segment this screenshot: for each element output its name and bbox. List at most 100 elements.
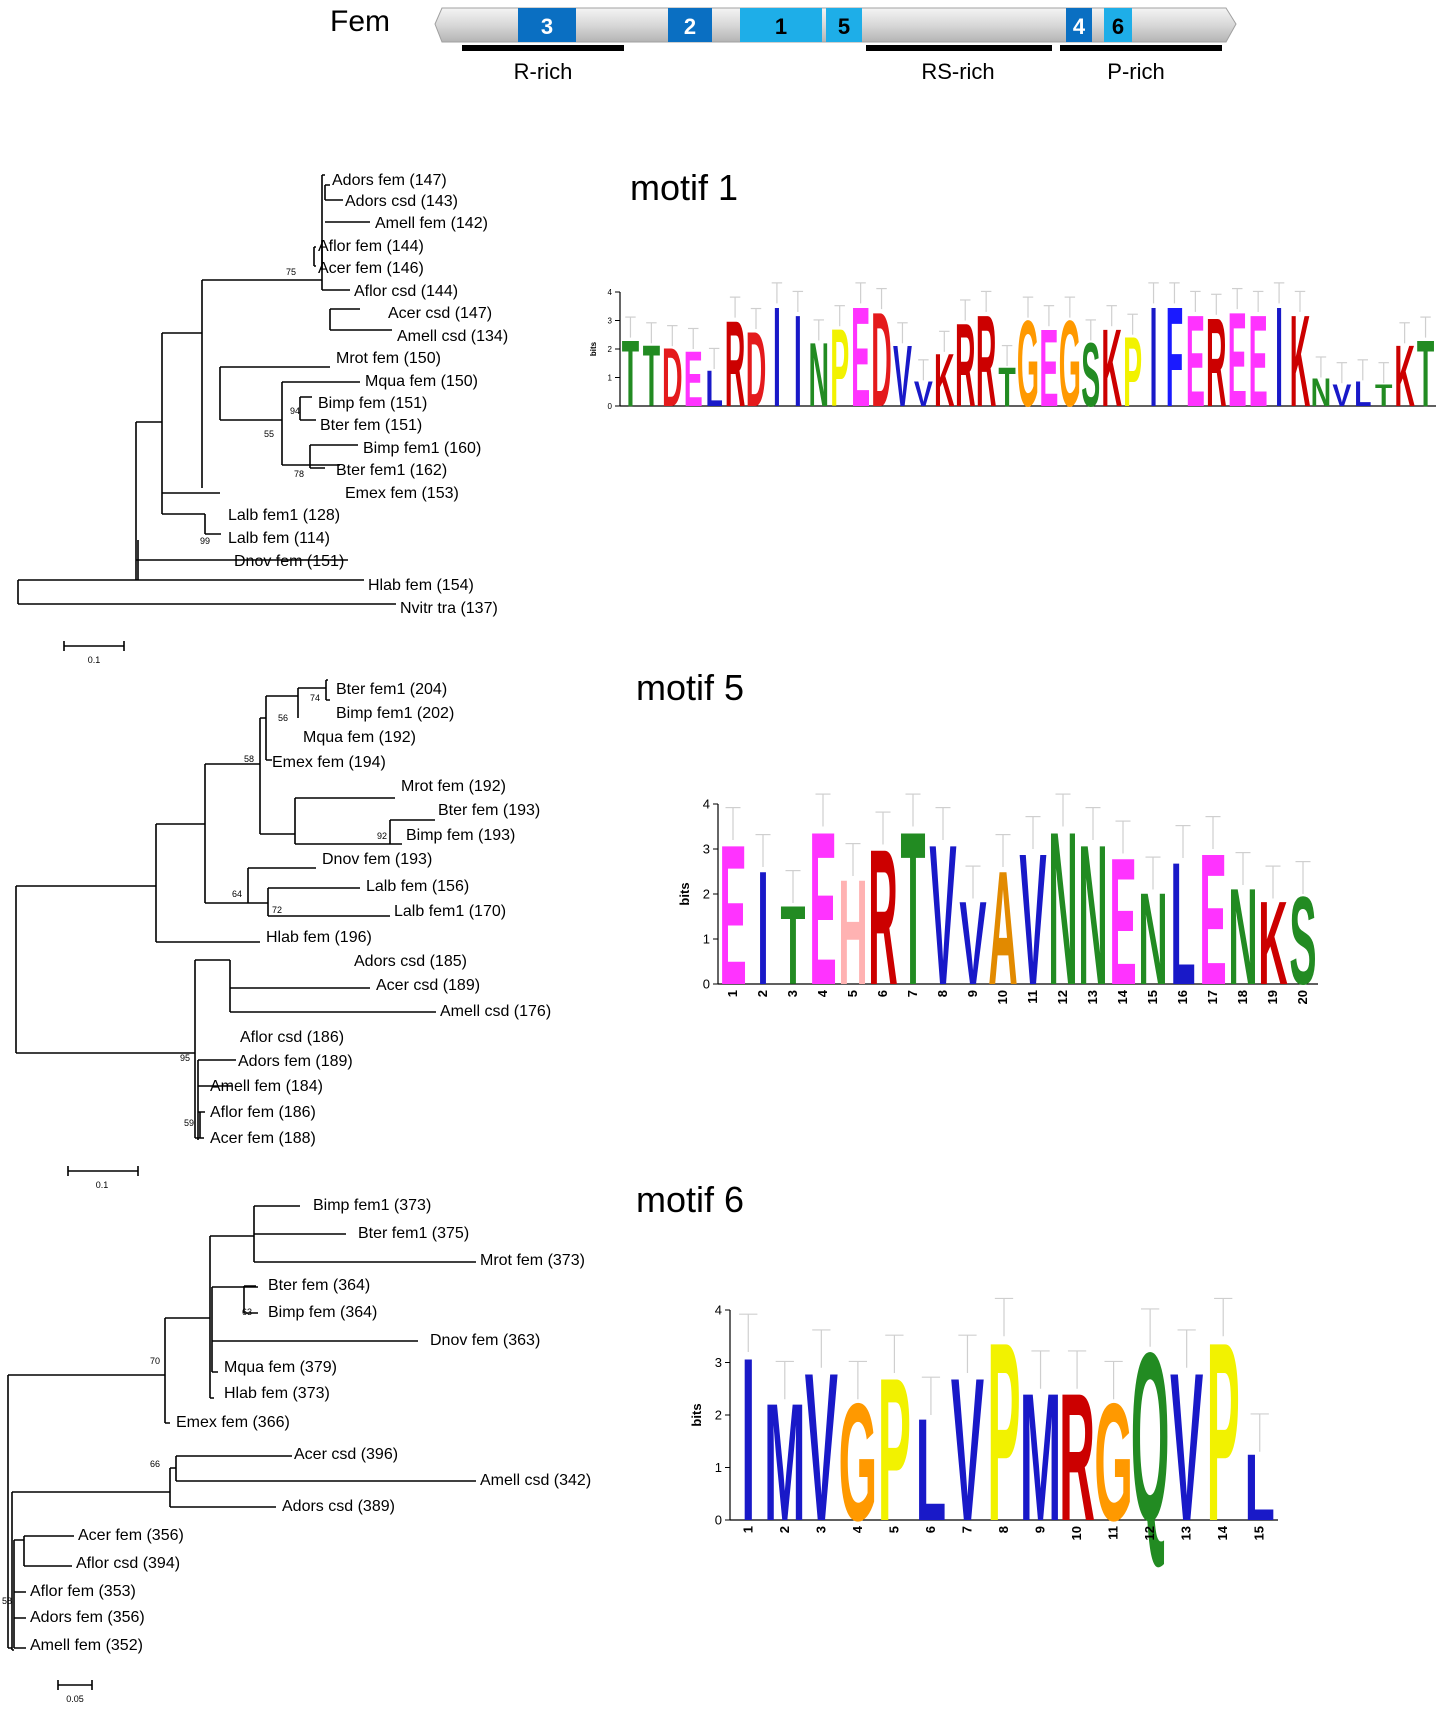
bootstrap-value: 70: [150, 1356, 160, 1366]
scale-bar-label: 0.1: [88, 655, 101, 665]
logo-x-tick-label: 17: [1205, 990, 1220, 1004]
logo-x-tick-label: 11: [1025, 990, 1040, 1004]
panel-motif-5: Bter fem1 (204) Bimp fem1 (202) Mqua fem…: [15, 667, 1318, 1190]
logo-letter: R: [868, 808, 897, 1025]
logo-letter: N: [1228, 861, 1257, 1014]
logo-y-label: bits: [589, 341, 598, 356]
logo-x-tick-label: 2: [777, 1526, 792, 1533]
logo-letter: E: [1249, 289, 1268, 435]
leaf-label: Acer fem (146): [318, 260, 424, 277]
logo-x-tick-label: 11: [1106, 1526, 1121, 1540]
domain-2: 2: [668, 8, 712, 42]
logo-x-tick-label: 12: [1142, 1526, 1157, 1540]
logo-x-tick-label: 14: [1215, 1525, 1230, 1540]
leaf-label: Acer csd (147): [388, 305, 492, 322]
logo-x-tick-label: 6: [875, 990, 890, 997]
bootstrap-value: 99: [200, 536, 210, 546]
leaf-label: Amell fem (352): [30, 1637, 143, 1654]
leaf-label: Dnov fem (363): [430, 1332, 540, 1349]
leaf-label: Adors fem (147): [332, 172, 447, 189]
logo-x-tick-label: 12: [1055, 990, 1070, 1004]
tree-1-leaves: Adors fem (147) Adors csd (143) Amell fe…: [228, 172, 508, 617]
logo-x-tick-label: 14: [1115, 989, 1130, 1004]
bootstrap-value: 58: [2, 1596, 12, 1606]
leaf-label: Acer fem (188): [210, 1130, 316, 1147]
leaf-label: Bter fem (364): [268, 1277, 370, 1294]
scale-bar-3: 0.05: [57, 1680, 93, 1704]
logo-x-tick-label: 6: [923, 1526, 938, 1533]
logo-letter: E: [719, 802, 746, 1026]
leaf-label: Dnov fem (151): [234, 553, 344, 570]
leaf-label: Adors csd (185): [354, 953, 467, 970]
tree-2: [15, 679, 436, 1140]
logo-letter: E: [1186, 289, 1205, 435]
logo-letter: T: [643, 327, 660, 425]
logo-letter: L: [1245, 1435, 1275, 1541]
logo-letter: V: [805, 1329, 838, 1566]
panel-motif-1: Adors fem (147) Adors csd (143) Amell fe…: [17, 167, 1436, 665]
logo-letter: E: [1039, 307, 1058, 430]
domain-6-label: 6: [1112, 14, 1124, 39]
motif-5-title: motif 5: [636, 667, 744, 708]
logo-x-tick-label: 20: [1295, 990, 1310, 1004]
leaf-label: Amell fem (142): [375, 215, 488, 232]
tree-1-bootstrap: 75 94 55 78 99: [200, 267, 304, 546]
logo-y-label: bits: [677, 882, 692, 905]
logo-letter: R: [725, 294, 746, 432]
logo-letter: M: [1020, 1356, 1061, 1559]
logo-letter: G: [1017, 294, 1039, 432]
logo-letter: V: [929, 802, 956, 1026]
logo-letter: T: [998, 357, 1015, 419]
logo-y-tick-label: 3: [715, 1355, 722, 1370]
logo-letter: I: [794, 289, 802, 435]
leaf-label: Aflor fem (186): [210, 1104, 316, 1121]
region-rs-rich-label: RS-rich: [921, 59, 994, 84]
logo-y-tick-label: 2: [703, 887, 710, 902]
logo-x-tick-label: 19: [1265, 990, 1280, 1004]
region-rs-rich-bar: [866, 45, 1052, 51]
leaf-label: Dnov fem (193): [322, 851, 432, 868]
logo-y-tick-label: 3: [608, 316, 613, 325]
domain-2-label: 2: [684, 14, 696, 39]
logo-letter: I: [773, 277, 781, 436]
logo-x-tick-label: 10: [995, 990, 1010, 1004]
logo-letter: I: [757, 839, 768, 1020]
leaf-label: Acer csd (396): [294, 1446, 398, 1463]
leaf-label: Bter fem (151): [320, 417, 422, 434]
leaf-label: Acer csd (189): [376, 977, 480, 994]
domain-3: 3: [518, 8, 576, 42]
logo-letter: G: [1094, 1369, 1133, 1556]
logo-x-tick-label: 3: [785, 990, 800, 997]
logo-letter: G: [1059, 294, 1081, 432]
logo-letter: T: [781, 882, 806, 1008]
leaf-label: Bimp fem1 (373): [313, 1197, 431, 1214]
logo-x-tick-label: 15: [1252, 1526, 1267, 1540]
leaf-label: Amell csd (176): [440, 1003, 551, 1020]
logo-x-tick-label: 7: [905, 990, 920, 997]
logo-letter: N: [1311, 372, 1332, 416]
logo-letter: A: [988, 839, 1017, 1020]
logo-letter: R: [955, 300, 976, 432]
bootstrap-value: 64: [232, 889, 242, 899]
leaf-label: Lalb fem1 (128): [228, 507, 340, 524]
logo-y-tick-label: 4: [608, 288, 613, 297]
bootstrap-value: 55: [264, 429, 274, 439]
logo-y-tick-label: 0: [608, 402, 613, 411]
logo-x-tick-label: 5: [845, 990, 860, 997]
logo-x-tick-label: 13: [1179, 1526, 1194, 1540]
logo-x-tick-label: 8: [996, 1526, 1011, 1533]
logo-letter: P: [1123, 318, 1142, 428]
leaf-label: Bter fem1 (162): [336, 462, 447, 479]
logo-x-tick-label: 1: [725, 990, 740, 997]
logo-letter: E: [1228, 284, 1247, 435]
leaf-label: Aflor csd (186): [240, 1029, 344, 1046]
leaf-label: Adors csd (143): [345, 193, 458, 210]
leaf-label: Aflor csd (144): [354, 283, 458, 300]
logo-letter: D: [662, 332, 683, 424]
leaf-label: Aflor fem (144): [318, 238, 424, 255]
leaf-label: Bter fem (193): [438, 802, 540, 819]
logo-y-tick-label: 1: [703, 932, 710, 947]
logo-y-tick-label: 0: [715, 1513, 722, 1528]
